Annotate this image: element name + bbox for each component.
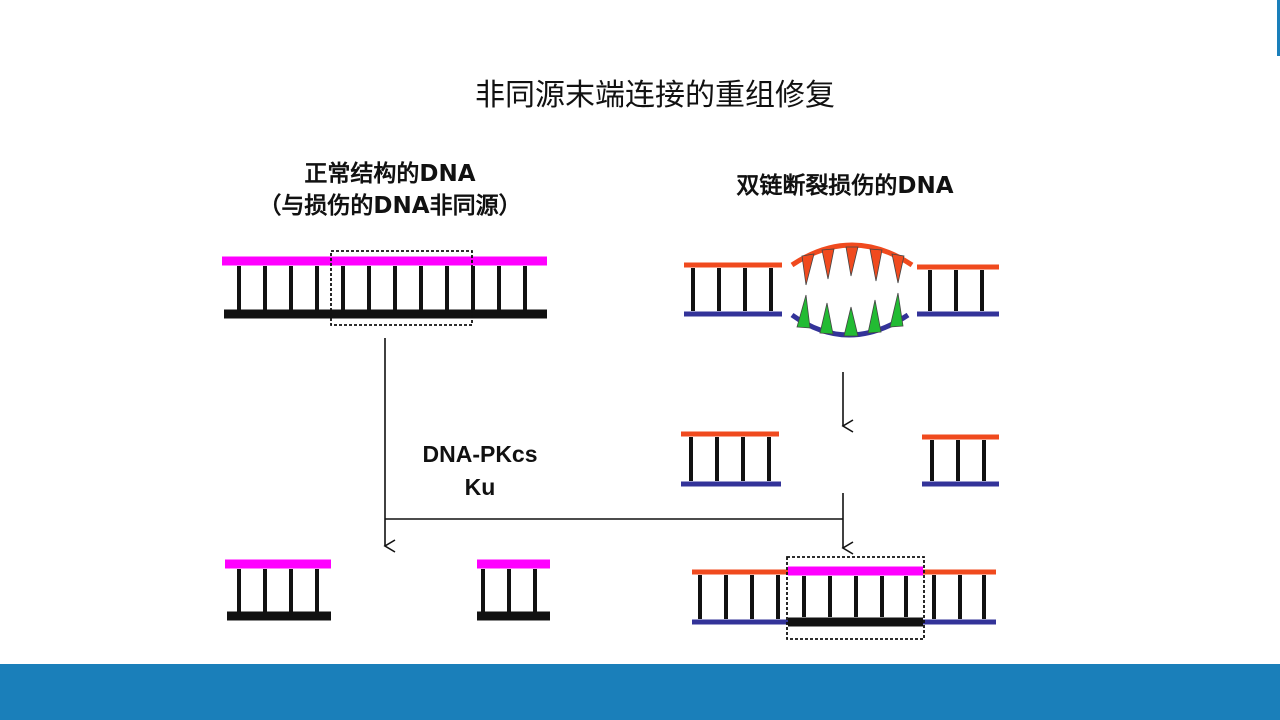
slide-title: 非同源末端连接的重组修复	[475, 78, 835, 113]
enzyme-label: DNA-PKcs Ku	[400, 438, 560, 504]
footer-bar	[0, 664, 1280, 720]
processed-dna-ends	[681, 431, 999, 487]
repaired-dna	[692, 556, 996, 640]
normal-dna-selection-box	[330, 250, 473, 326]
damaged-dna	[684, 242, 999, 338]
enzyme-ku: Ku	[464, 474, 496, 500]
flow-arrows	[383, 338, 854, 555]
normal-dna	[222, 250, 547, 326]
normal-dna-label-line2: （与损伤的DNA非同源）	[258, 193, 522, 219]
inserted-segment-box	[786, 556, 925, 640]
damaged-dna-label: 双链断裂损伤的DNA	[736, 173, 954, 199]
edge-accent-line	[1277, 0, 1280, 56]
enzyme-dna-pkcs: DNA-PKcs	[422, 441, 538, 467]
normal-dna-label: 正常结构的DNA （与损伤的DNA非同源）	[220, 158, 560, 222]
normal-dna-remaining	[225, 559, 550, 621]
normal-dna-label-line1: 正常结构的DNA	[304, 161, 476, 187]
